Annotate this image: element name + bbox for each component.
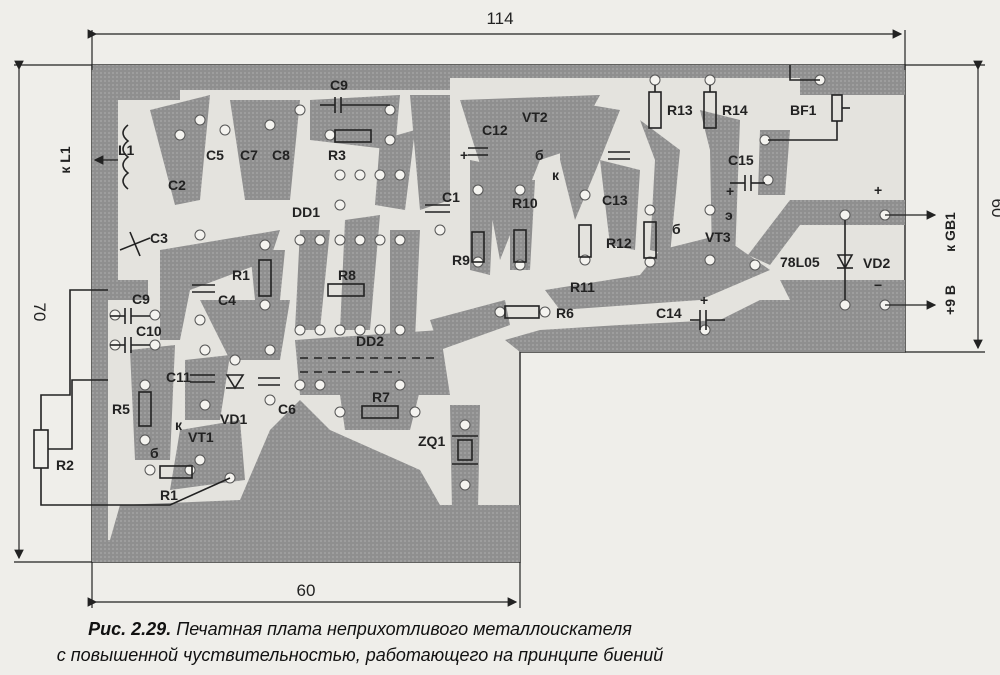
label-c9-top: C9 <box>330 77 348 93</box>
label-r5: R5 <box>112 401 130 417</box>
pin-b-vt3: б <box>672 221 681 237</box>
label-c15: C15 <box>728 152 754 168</box>
label-r2: R2 <box>56 457 74 473</box>
pcb-drawing: 114 60 70 60 C9 L1 C5 C7 C8 C2 R3 C12 VT… <box>14 9 1000 608</box>
power-plus-mark: + <box>874 182 882 198</box>
label-c5: C5 <box>206 147 224 163</box>
dim-height-left: 70 <box>30 303 49 322</box>
connector-9v: +9 В <box>942 285 958 315</box>
caption-text1: Печатная плата неприхотливого металлоиск… <box>176 619 632 639</box>
pin-plus-c12: + <box>460 147 468 163</box>
label-r6: R6 <box>556 305 574 321</box>
label-r1-upper: R1 <box>232 267 250 283</box>
pin-b-vt2: б <box>535 147 544 163</box>
label-r9: R9 <box>452 252 470 268</box>
component-symbols <box>33 65 854 506</box>
pin-marks: к б э б к б + + + <box>150 147 734 461</box>
dimension-lines <box>14 29 985 608</box>
label-c12: C12 <box>482 122 508 138</box>
caption-line1: Рис. 2.29. Печатная плата неприхотливого… <box>0 616 720 642</box>
power-minus-mark: − <box>874 277 882 293</box>
label-c13: C13 <box>602 192 628 208</box>
label-vt2: VT2 <box>522 109 548 125</box>
caption-label: Рис. 2.29. <box>88 619 172 639</box>
pin-k-vt2: к <box>552 167 560 183</box>
connector-gb1: к GB1 <box>942 212 958 252</box>
label-r14: R14 <box>722 102 748 118</box>
label-dd1: DD1 <box>292 204 320 220</box>
dim-width-top: 114 <box>486 9 513 28</box>
pin-e-vt3: э <box>725 207 733 223</box>
connector-l1: к L1 <box>57 146 73 173</box>
pin-b-vt1: б <box>150 445 159 461</box>
label-r10: R10 <box>512 195 538 211</box>
pin-k-vt1: к <box>175 417 183 433</box>
label-l1: L1 <box>118 142 135 158</box>
pin-plus-c14: + <box>700 292 708 308</box>
label-r7: R7 <box>372 389 390 405</box>
label-r1-lower: R1 <box>160 487 178 503</box>
pin-plus-c15: + <box>726 183 734 199</box>
label-vt3: VT3 <box>705 229 731 245</box>
label-c8: C8 <box>272 147 290 163</box>
label-r12: R12 <box>606 235 632 251</box>
label-r3: R3 <box>328 147 346 163</box>
figure-caption: Рис. 2.29. Печатная плата неприхотливого… <box>0 616 720 668</box>
label-c9-left: C9 <box>132 291 150 307</box>
label-vt1: VT1 <box>188 429 214 445</box>
label-c10: C10 <box>136 323 162 339</box>
dim-height-right: 60 <box>988 199 1000 218</box>
label-c14: C14 <box>656 305 682 321</box>
label-r13: R13 <box>667 102 693 118</box>
label-bf1: BF1 <box>790 102 817 118</box>
label-vd2: VD2 <box>863 255 890 271</box>
label-dd2: DD2 <box>356 333 384 349</box>
label-78l05: 78L05 <box>780 254 820 270</box>
label-c6: C6 <box>278 401 296 417</box>
dim-width-bottom: 60 <box>297 581 316 600</box>
caption-line2: с повышенной чуствительностью, работающе… <box>56 645 664 665</box>
label-c4: C4 <box>218 292 236 308</box>
label-vd1: VD1 <box>220 411 247 427</box>
label-c11: C11 <box>166 369 191 385</box>
label-zq1: ZQ1 <box>418 433 445 449</box>
label-c2: C2 <box>168 177 186 193</box>
label-r8: R8 <box>338 267 356 283</box>
label-c3: C3 <box>150 230 168 246</box>
label-c7: C7 <box>240 147 258 163</box>
component-labels: C9 L1 C5 C7 C8 C2 R3 C12 VT2 R13 R14 BF1… <box>56 77 890 503</box>
label-c1: C1 <box>442 189 460 205</box>
label-r11: R11 <box>570 279 595 295</box>
